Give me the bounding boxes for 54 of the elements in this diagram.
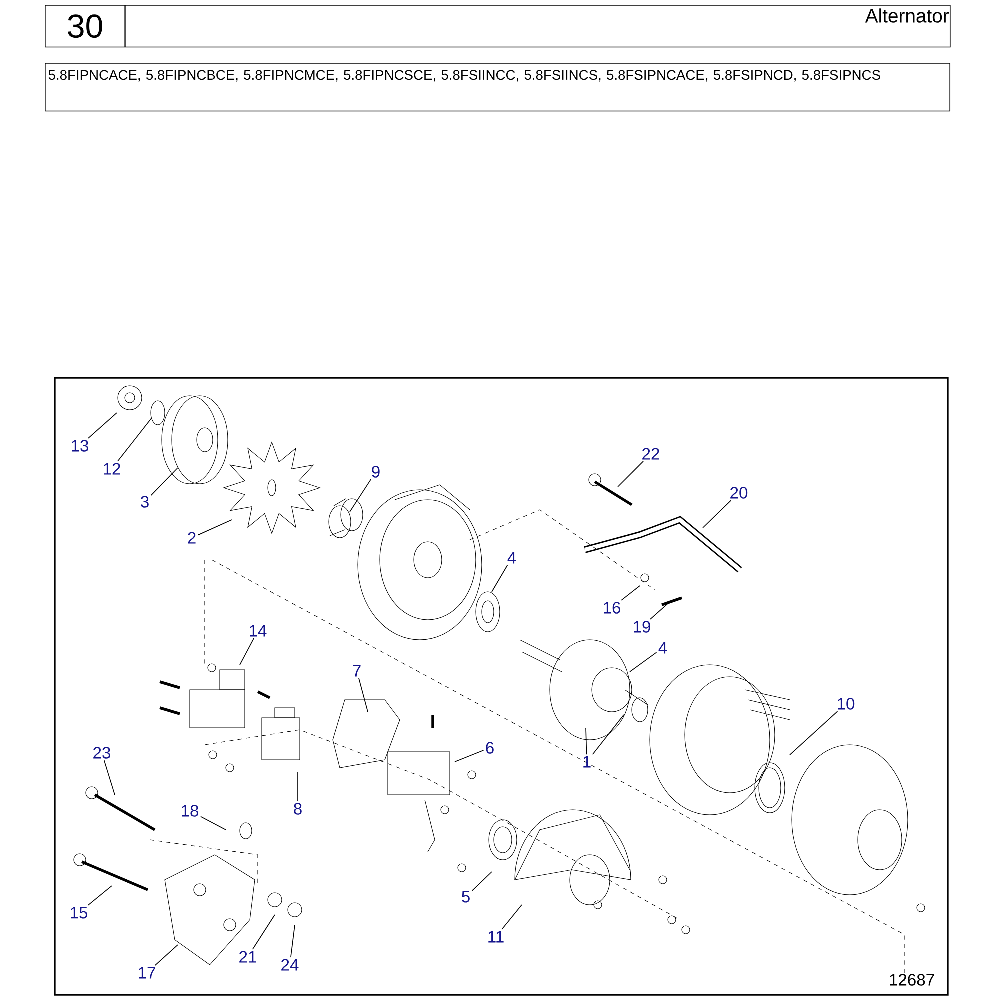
- callout-number: 21: [240, 951, 256, 963]
- leader-line: [790, 711, 838, 756]
- callout-number: 2: [188, 532, 196, 544]
- leader-line: [200, 816, 226, 830]
- leader-line: [88, 886, 112, 906]
- callout-number: 14: [250, 625, 267, 637]
- leader-line: [290, 924, 296, 958]
- leader-line: [592, 714, 624, 756]
- callout-number: 7: [353, 665, 361, 677]
- callout-number: 12: [104, 463, 120, 475]
- callout-number: 6: [486, 742, 494, 754]
- callout-number: 24: [282, 959, 299, 971]
- figure-number: 12687: [890, 974, 934, 986]
- callout-number: 4: [658, 642, 668, 654]
- callout-number: 11: [488, 931, 504, 943]
- leader-line: [472, 872, 492, 892]
- callout-number: 3: [141, 496, 149, 508]
- callout-number: 15: [71, 907, 88, 919]
- callout-number: 19: [634, 621, 650, 633]
- leader-line: [117, 418, 152, 462]
- model-list-box: 5.8FIPNCACE, 5.8FIPNCBCE, 5.8FIPNCMCE, 5.8FIPNCSCE, 5.8FSIINCC, 5.8FSIINCS, 5.8FSIPNCACE, 5.8FSIPNCD, 5.8FSIPNCS: [45, 63, 951, 112]
- leader-line: [198, 520, 232, 536]
- leader-line: [492, 564, 508, 592]
- leader-line: [502, 904, 522, 930]
- callout-number: 8: [294, 803, 302, 815]
- leader-line: [454, 750, 484, 762]
- leader-line: [586, 728, 588, 756]
- leader-line: [240, 638, 255, 666]
- callout-number: 10: [838, 698, 855, 710]
- leader-line: [358, 678, 368, 712]
- leader-line: [630, 652, 658, 672]
- leader-line: [104, 760, 116, 796]
- callout-number: 13: [72, 440, 88, 452]
- callout-number: 9: [372, 466, 380, 478]
- leader-line: [702, 500, 732, 528]
- callout-number: 17: [139, 967, 156, 979]
- leader-line: [150, 468, 178, 496]
- callout-number: 23: [94, 747, 110, 759]
- callout-number: 22: [642, 448, 660, 460]
- callout-number: 16: [604, 602, 620, 614]
- callout-number: 1: [584, 756, 591, 768]
- leader-line: [154, 944, 178, 966]
- callout-number: 20: [730, 487, 748, 499]
- title-box: Alternator: [125, 5, 951, 48]
- leader-line: [88, 412, 118, 439]
- callout-number: 5: [462, 891, 470, 903]
- leader-line: [252, 914, 276, 950]
- leader-line: [650, 602, 670, 620]
- leader-line: [618, 461, 644, 488]
- page-number-box: 30: [45, 5, 126, 48]
- callout-number: 18: [182, 805, 198, 817]
- leader-line: [621, 586, 640, 601]
- leader-line: [350, 479, 372, 512]
- callout-number: 4: [508, 552, 516, 564]
